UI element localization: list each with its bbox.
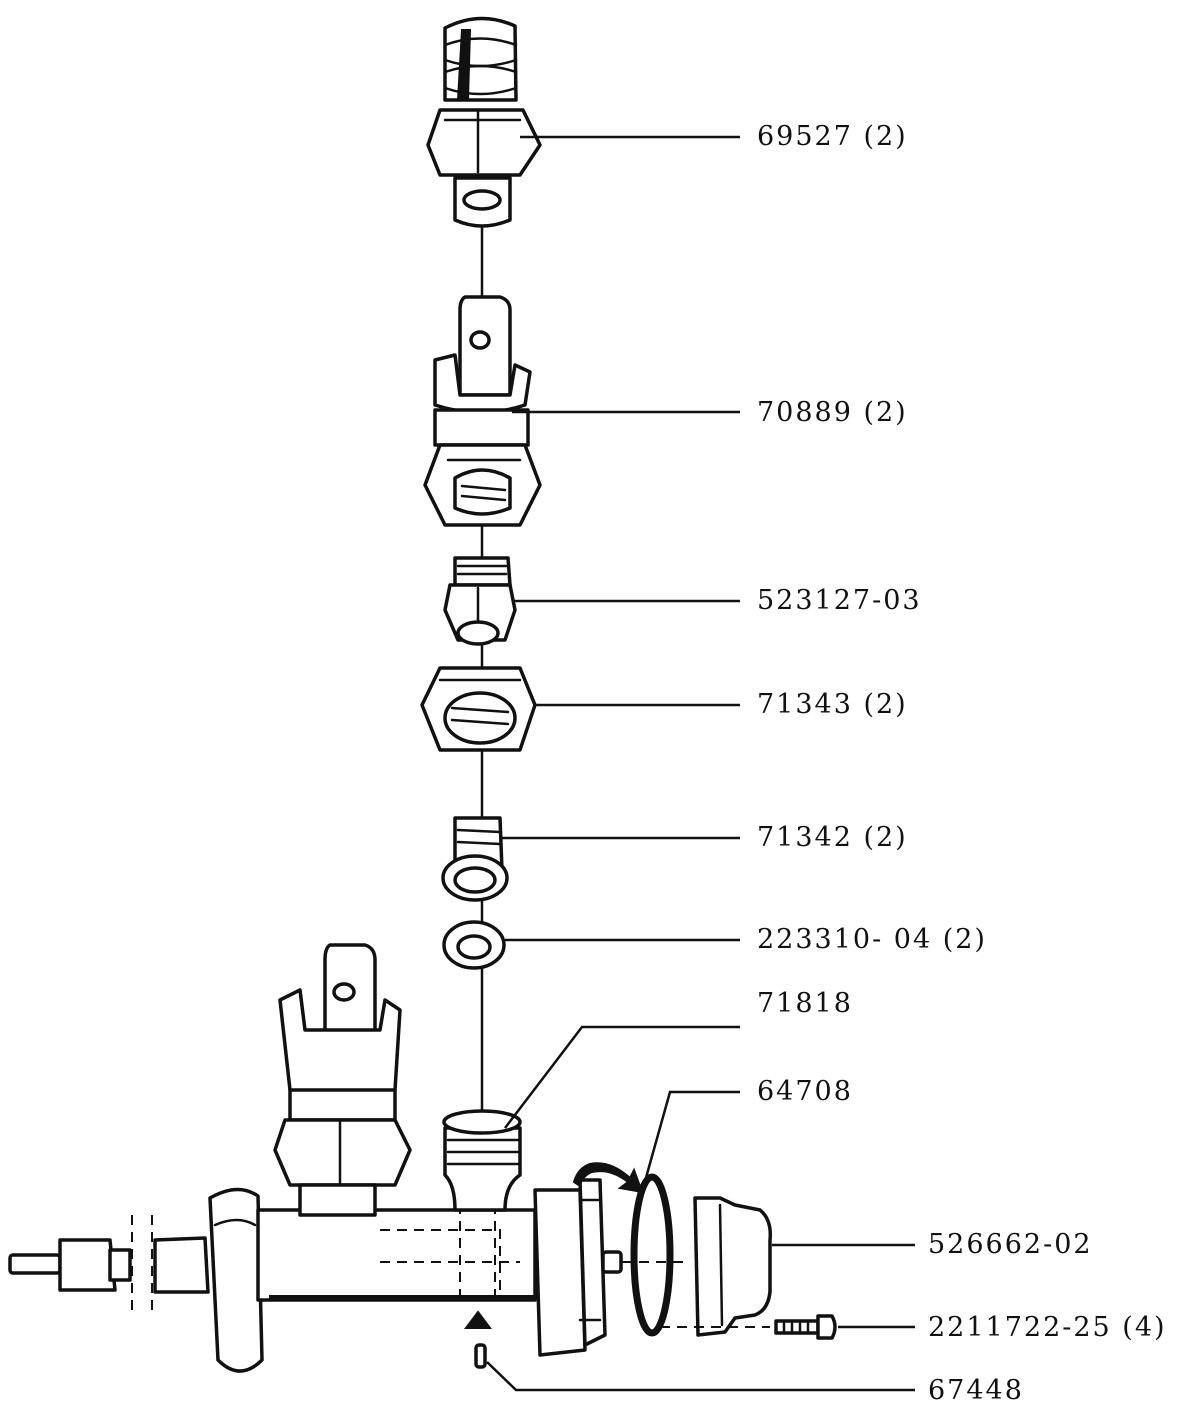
main-body-casting [8,1109,644,1373]
label-526662-02: 526662-02 [928,1229,1093,1260]
leader-64708 [640,1090,740,1193]
part-67448-pin [464,1310,492,1369]
part-523127-03-nipple [443,556,517,646]
label-223310-04: 223310- 04 (2) [757,924,987,955]
part-71342-sleeve [441,816,509,902]
label-71343: 71343 (2) [757,689,908,720]
label-523127-03: 523127-03 [757,585,922,616]
label-71818: 71818 [757,988,853,1019]
part-69527-hose-fitting [426,16,542,228]
part-526662-02-cover [693,1196,773,1337]
label-67448: 67448 [928,1375,1024,1406]
part-64708-o-ring [630,1173,674,1337]
label-71342: 71342 (2) [757,822,908,853]
label-69527: 69527 (2) [757,121,908,152]
part-71343-hex-nut [420,666,537,752]
leader-71818 [504,1025,740,1129]
part-70889-valve-lower [273,943,412,1217]
part-2211722-25-screw [774,1314,837,1340]
label-2211722-25: 2211722-25 (4) [928,1312,1167,1343]
label-70889: 70889 (2) [757,397,908,428]
label-64708: 64708 [757,1076,853,1107]
leader-67448 [486,1361,915,1392]
part-223310-04-washer [442,920,506,970]
part-70889-valve [423,295,542,527]
